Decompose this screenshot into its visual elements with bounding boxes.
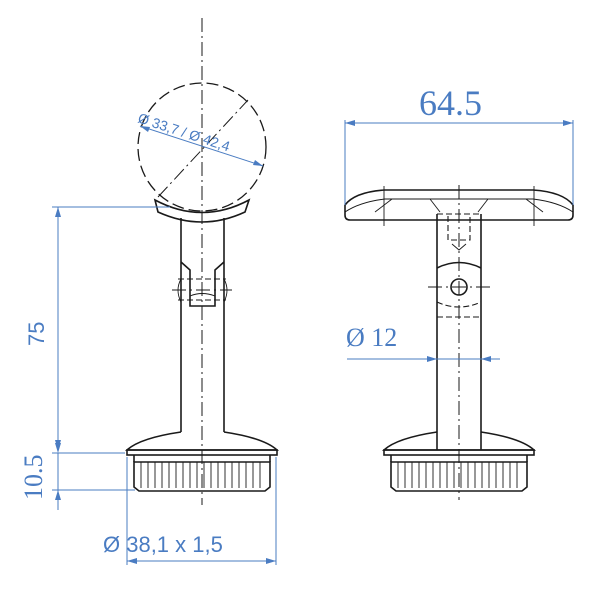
stem-diameter-label: Ø 12 — [346, 323, 397, 352]
base-knurl — [133, 461, 271, 492]
front-view: Ø 12 64.5 — [344, 83, 574, 500]
joint — [180, 261, 225, 307]
rail-diameter-label: Ø 33,7 / Ø 42,4 — [136, 110, 232, 155]
pivot-arc — [436, 261, 482, 269]
rail-diagonal — [157, 99, 249, 198]
height-label: 75 — [24, 322, 49, 346]
rail-circle — [137, 82, 267, 212]
front-base-knurl — [390, 461, 528, 492]
base-diameter-label: Ø 38,1 x 1,5 — [103, 532, 223, 557]
saddle-plate — [344, 189, 574, 221]
plate-width-label: 64.5 — [419, 83, 482, 123]
pivot-hole — [450, 278, 468, 296]
saddle — [153, 198, 251, 223]
side-view: Ø 33,7 / Ø 42,4 75 10.5 Ø 38,1 x 1,5 — [19, 18, 280, 565]
base-height-label: 10.5 — [19, 455, 48, 501]
